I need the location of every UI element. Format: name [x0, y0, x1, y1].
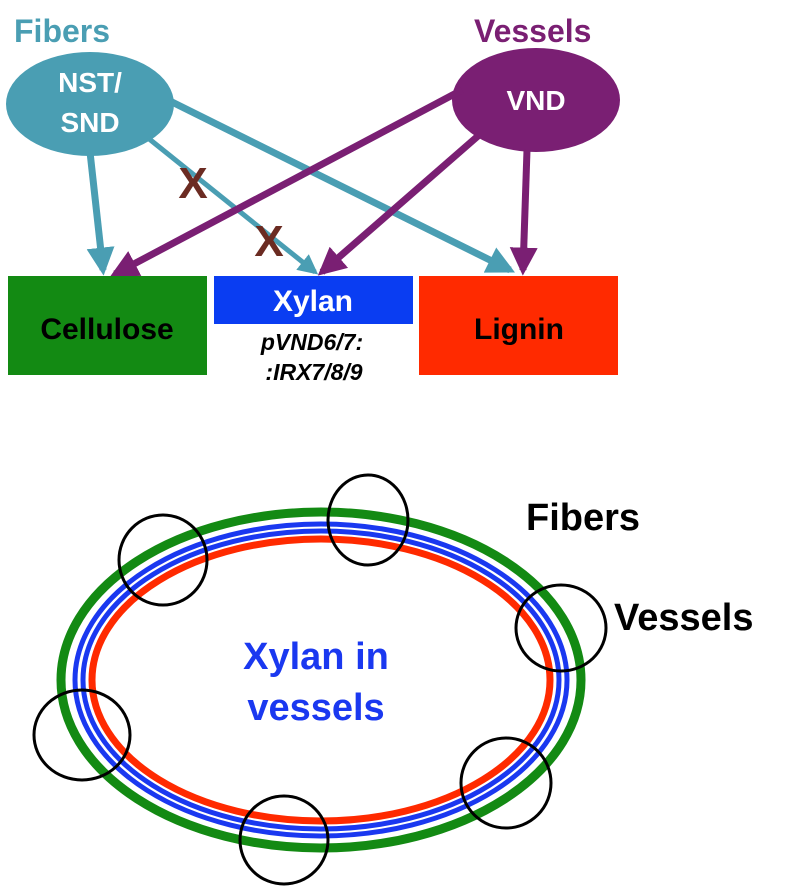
wall-blue-outer — [72, 521, 570, 839]
lignin-box — [419, 276, 618, 375]
vessel-circle-right — [514, 583, 608, 673]
outer-wall-green — [56, 507, 586, 853]
fibers-title: Fibers — [14, 13, 110, 49]
vessel-circle-bottom — [238, 794, 330, 886]
vessel-circle-left — [32, 688, 132, 782]
arrow-nst-to-xylan — [146, 136, 319, 275]
inner-wall-red — [88, 535, 554, 825]
nst-snd-node — [6, 52, 174, 156]
xylan-box — [214, 276, 413, 324]
bottom-fibers-label: Fibers — [526, 497, 640, 539]
vessel-circle-top — [326, 473, 410, 567]
arrow-nst-to-cellulose — [86, 151, 115, 276]
vnd-node — [452, 48, 620, 152]
arrow-vnd-to-lignin — [509, 149, 538, 276]
arrow-vnd-to-xylan — [317, 133, 481, 276]
nst-snd-label-line2: SND — [60, 107, 119, 138]
vessel-circle-bottom-right — [459, 736, 553, 830]
cellulose-label: Cellulose — [40, 313, 173, 346]
construct-label-line2: :IRX7/8/9 — [265, 359, 362, 385]
xylan-label: Xylan — [273, 285, 353, 318]
arrow-vnd-to-cellulose — [110, 86, 464, 278]
lignin-label: Lignin — [474, 313, 564, 346]
center-label-line1: Xylan in — [243, 636, 389, 678]
nst-snd-label-line1: NST/ — [58, 67, 122, 98]
vessel-circle-top-left — [117, 513, 209, 607]
vnd-label: VND — [506, 85, 565, 116]
arrow-nst-to-lignin — [170, 98, 516, 274]
vessels-title: Vessels — [474, 13, 591, 49]
cellulose-box — [8, 276, 207, 375]
block-mark-1: X — [178, 159, 207, 208]
bottom-vessels-label: Vessels — [614, 597, 753, 639]
wall-blue-inner — [80, 528, 562, 832]
construct-label-line1: pVND6/7: — [260, 329, 363, 355]
center-label-line2: vessels — [247, 687, 384, 729]
block-mark-2: X — [254, 217, 283, 266]
